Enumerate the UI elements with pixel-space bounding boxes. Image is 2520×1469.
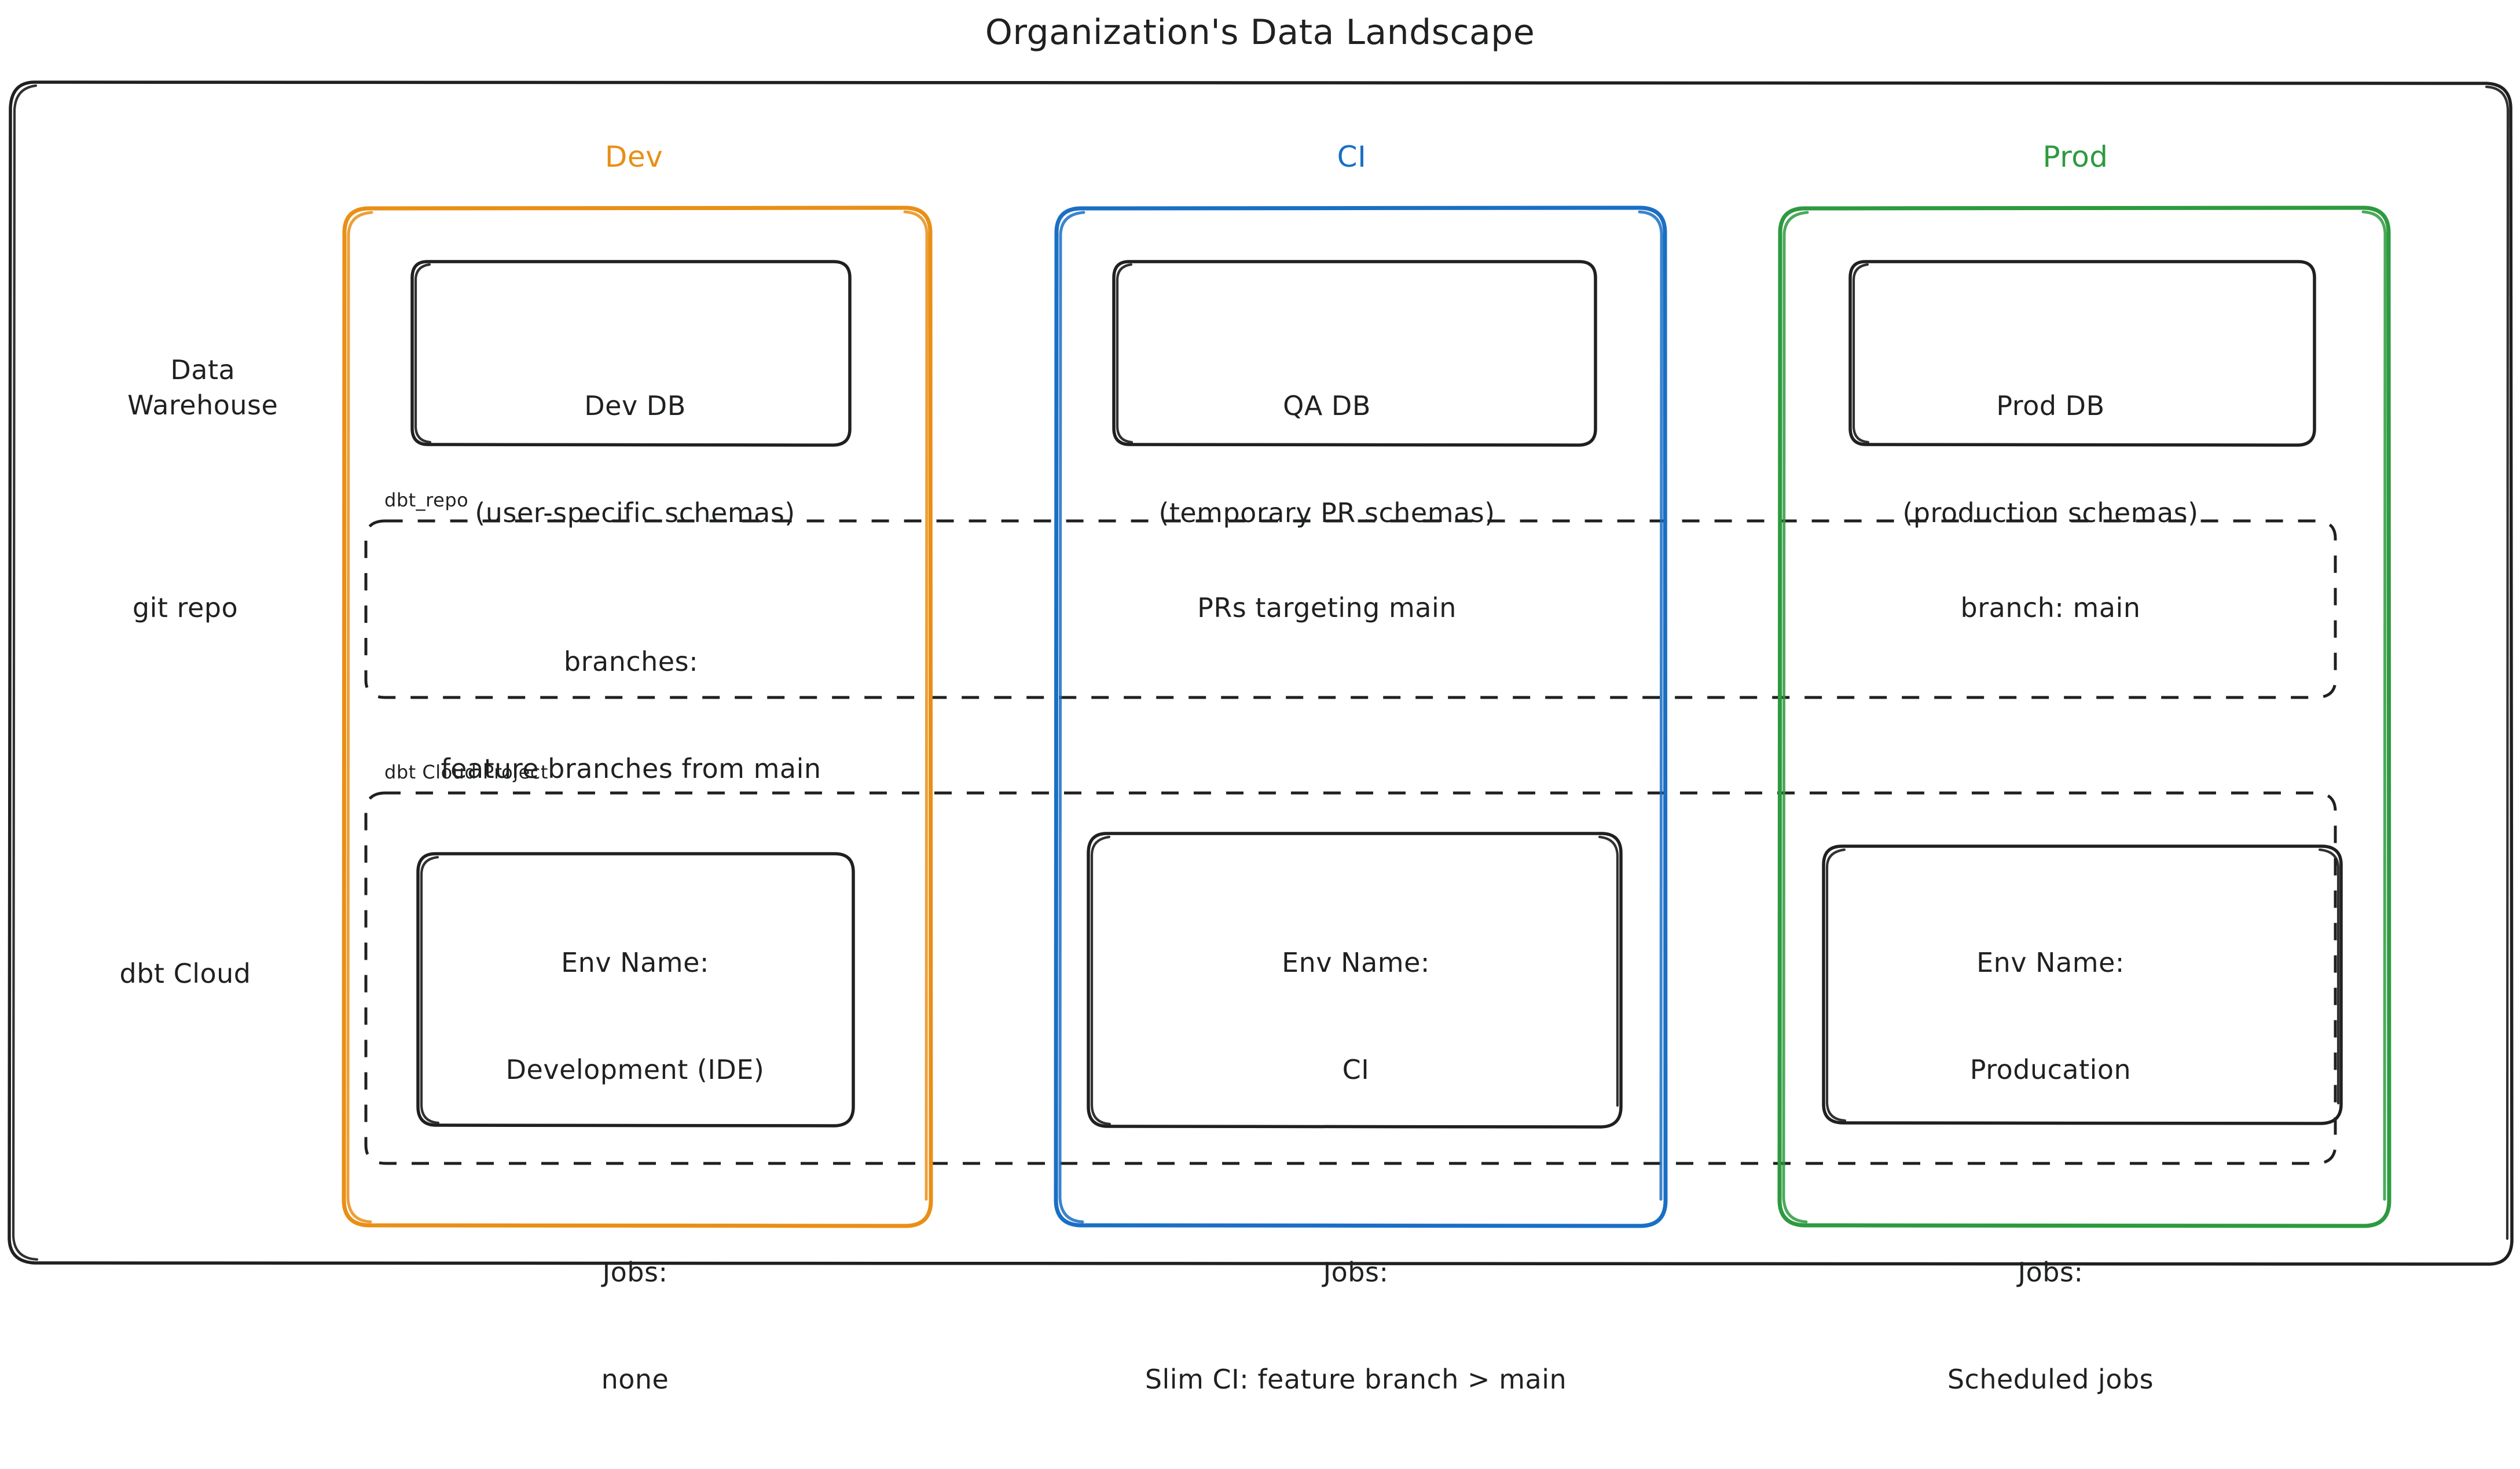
- row-label-line-2: Warehouse: [127, 390, 278, 421]
- node-dev-db-line-1: Dev DB: [584, 390, 686, 422]
- node-dev-git-line-2: feature branches from main: [441, 753, 821, 785]
- column-header-ci: CI: [1337, 140, 1367, 174]
- column-header-dev: Dev: [604, 140, 663, 174]
- node-prod-cloud-jobs-label: Jobs:: [2018, 1257, 2084, 1288]
- group-label-dbt-repo: dbt_repo: [384, 489, 469, 511]
- node-dev-git-line-1: branches:: [563, 646, 699, 678]
- node-dev-cloud-jobs-label: Jobs:: [602, 1257, 668, 1288]
- node-prod-db-line-1: Prod DB: [1996, 390, 2105, 422]
- node-prod-git: branch: main: [1960, 592, 2141, 623]
- node-prod-db: Prod DB (production schemas): [1819, 317, 2282, 603]
- group-label-dbt-cloud-project: dbt Cloud Project: [384, 761, 548, 783]
- spacer: [1084, 1159, 1628, 1184]
- row-label-data-warehouse: Data Warehouse: [35, 317, 336, 460]
- column-header-prod: Prod: [2042, 140, 2108, 174]
- diagram-canvas: .sk { fill:none; stroke:#1f2020; stroke-…: [8, 12, 2514, 1395]
- node-ci-cloud-env-value: CI: [1342, 1054, 1370, 1086]
- node-ci-cloud-jobs-label: Jobs:: [1323, 1257, 1389, 1288]
- spacer: [1819, 1159, 2282, 1184]
- node-qa-db-line-1: QA DB: [1283, 390, 1371, 422]
- node-prod-cloud-jobs-value: Scheduled jobs: [1947, 1364, 2154, 1395]
- node-dev-cloud: Env Name: Development (IDE) Jobs: none: [412, 874, 858, 1469]
- node-prod-cloud-env-label: Env Name:: [1976, 947, 2125, 979]
- node-dev-cloud-jobs-value: none: [601, 1364, 669, 1395]
- node-qa-db: QA DB (temporary PR schemas): [1095, 317, 1558, 603]
- node-ci-git: PRs targeting main: [1197, 592, 1457, 623]
- node-ci-cloud-jobs-value: Slim CI: feature branch > main: [1145, 1364, 1567, 1395]
- node-dev-db-line-2: (user-specific schemas): [475, 497, 795, 529]
- row-label-dbt-cloud: dbt Cloud: [119, 958, 251, 989]
- node-dev-git: branches: feature branches from main: [371, 573, 892, 858]
- row-label-line-1: Data: [170, 354, 236, 385]
- row-label-git-repo: git repo: [132, 592, 239, 623]
- node-ci-cloud: Env Name: CI Jobs: Slim CI: feature bran…: [1084, 874, 1628, 1469]
- spacer: [412, 1159, 858, 1184]
- node-prod-cloud: Env Name: Producation Jobs: Scheduled jo…: [1819, 874, 2282, 1469]
- node-ci-cloud-env-label: Env Name:: [1282, 947, 1430, 979]
- node-dev-cloud-env-label: Env Name:: [561, 947, 709, 979]
- node-dev-db: Dev DB (user-specific schemas): [412, 317, 858, 603]
- node-qa-db-line-2: (temporary PR schemas): [1158, 497, 1495, 529]
- node-prod-db-line-2: (production schemas): [1902, 497, 2199, 529]
- node-dev-cloud-env-value: Development (IDE): [505, 1054, 765, 1086]
- page-title: Organization's Data Landscape: [985, 12, 1535, 53]
- node-prod-cloud-env-value: Producation: [1969, 1054, 2132, 1086]
